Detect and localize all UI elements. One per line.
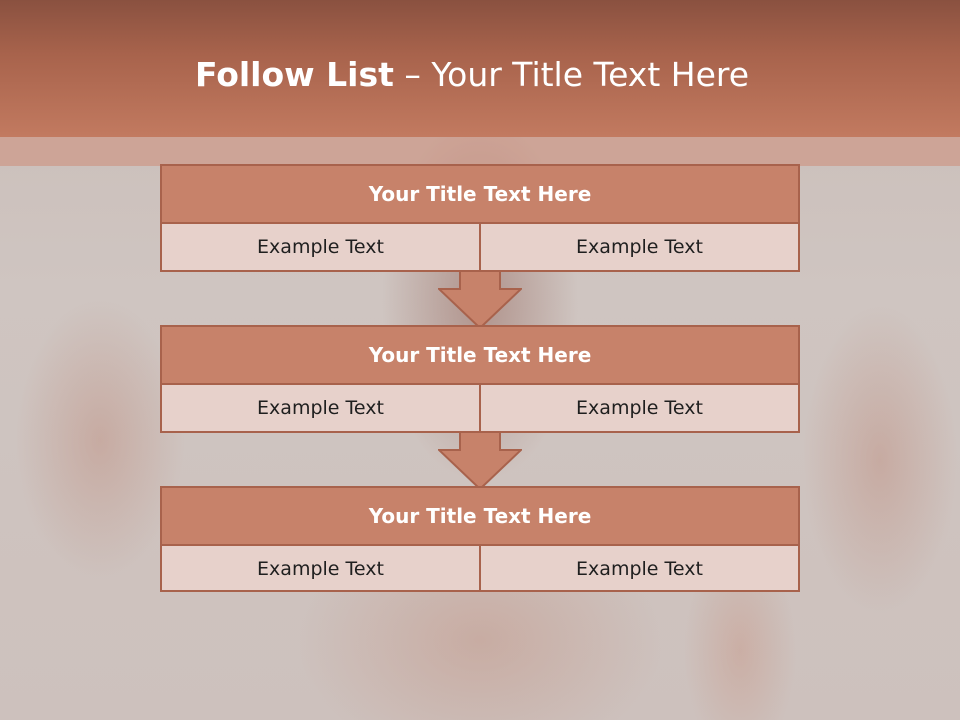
down-arrow-icon: [438, 271, 522, 329]
block-cell-right: Example Text: [479, 224, 798, 270]
block-title: Your Title Text Here: [162, 166, 798, 224]
block-cells: Example Text Example Text: [162, 224, 798, 270]
slide-title: Follow List – Your Title Text Here: [0, 52, 944, 98]
block-cells: Example Text Example Text: [162, 546, 798, 592]
list-block-1: Your Title Text Here Example Text Exampl…: [160, 164, 800, 272]
block-cell-right: Example Text: [479, 385, 798, 431]
block-cell-right: Example Text: [479, 546, 798, 592]
block-title: Your Title Text Here: [162, 488, 798, 546]
list-block-2: Your Title Text Here Example Text Exampl…: [160, 325, 800, 433]
header-band: [0, 137, 960, 166]
block-cell-left: Example Text: [257, 558, 384, 580]
list-block-3: Your Title Text Here Example Text Exampl…: [160, 486, 800, 592]
down-arrow-icon: [438, 432, 522, 490]
slide-title-strong: Follow List: [194, 55, 394, 94]
block-title: Your Title Text Here: [162, 327, 798, 385]
block-cell-left: Example Text: [257, 236, 384, 258]
block-cell-left: Example Text: [257, 397, 384, 419]
header-bar: [0, 0, 960, 137]
slide-title-rest: – Your Title Text Here: [393, 55, 750, 94]
block-cells: Example Text Example Text: [162, 385, 798, 431]
